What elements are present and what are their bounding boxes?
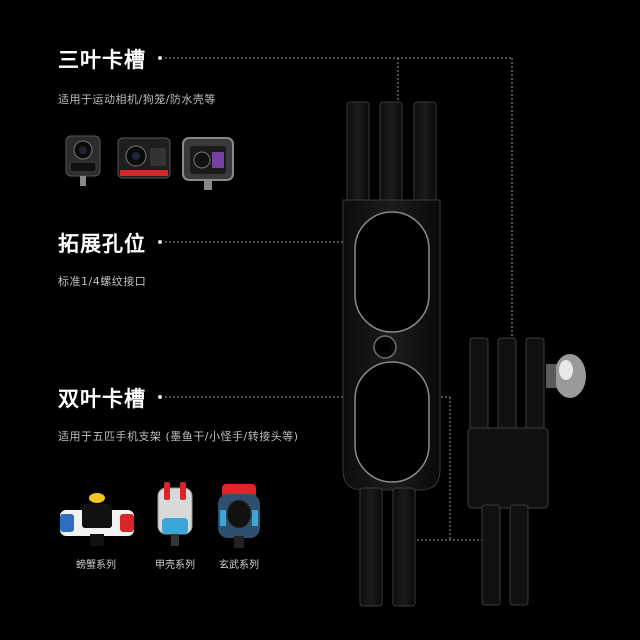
section-title-dual-slot: 双叶卡槽 <box>58 387 146 411</box>
mount-label-shell: 甲壳系列 <box>155 560 195 571</box>
section-subtitle-expansion-hole: 标准1/4螺纹接口 <box>58 275 147 288</box>
mount-label-turtle: 玄武系列 <box>219 560 259 571</box>
waterproof-case-icon <box>182 137 234 190</box>
crab-mount-icon <box>60 493 134 546</box>
section-subtitle-tri-slot: 适用于运动相机/狗笼/防水壳等 <box>58 93 216 106</box>
mount-label-crab: 螃蟹系列 <box>76 560 116 571</box>
action-camera-icon <box>117 137 171 179</box>
section-title-tri-slot: 三叶卡槽 <box>58 48 146 72</box>
360-camera-icon <box>65 135 101 186</box>
section-subtitle-dual-slot: 适用于五匹手机支架 (墨鱼干/小怪手/转接头等) <box>58 430 299 443</box>
turtle-mount-icon <box>218 484 260 548</box>
shell-mount-icon <box>157 482 193 546</box>
section-title-expansion-hole: 拓展孔位 <box>58 232 146 256</box>
